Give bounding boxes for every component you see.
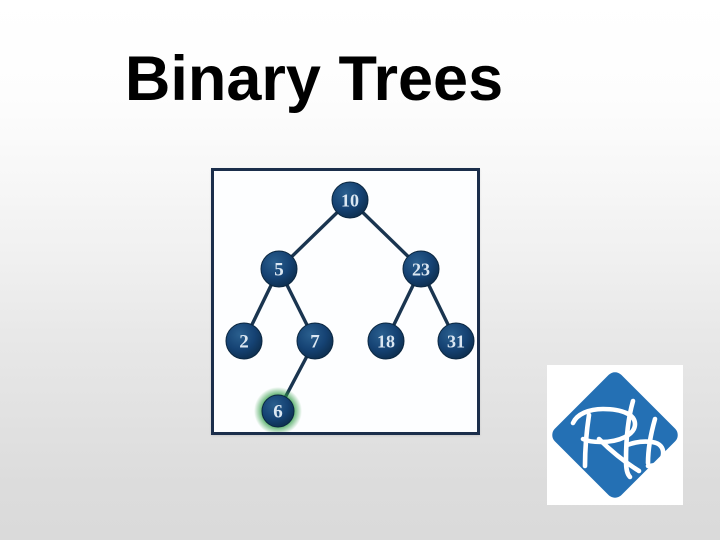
tree-node-label: 23 <box>412 260 430 280</box>
tree-node-10[interactable]: 10 <box>331 181 369 219</box>
logo-letter-h <box>623 398 666 480</box>
tree-node-7[interactable]: 7 <box>296 322 334 360</box>
tree-node-label: 10 <box>341 191 359 211</box>
tree-node-18[interactable]: 18 <box>367 322 405 360</box>
page-title: Binary Trees <box>124 44 504 114</box>
rh-logo-icon <box>552 372 678 498</box>
tree-node-label: 18 <box>377 332 395 352</box>
tree-node-label: 6 <box>273 402 283 423</box>
tree-node-6[interactable]: 6 <box>261 394 295 428</box>
tree-node-label: 31 <box>447 332 465 352</box>
tree-node-circle <box>331 181 369 219</box>
tree-node-label: 5 <box>274 260 284 281</box>
tree-node-label: 7 <box>310 332 320 353</box>
tree-node-23[interactable]: 23 <box>402 250 440 288</box>
binary-tree-svg: 10 5 23 2 7 18 31 6 <box>225 181 475 432</box>
tree-node-circle <box>402 250 440 288</box>
tree-edge-layer <box>242 198 458 413</box>
logo-letter-r <box>570 406 642 474</box>
tree-node-31[interactable]: 31 <box>437 322 475 360</box>
tree-node-circle <box>437 322 475 360</box>
tree-node-5[interactable]: 5 <box>260 250 298 288</box>
tree-node-circle <box>225 322 263 360</box>
tree-node-2[interactable]: 2 <box>225 322 263 360</box>
tree-node-layer: 10 5 23 2 7 18 31 6 <box>225 181 475 428</box>
tree-node-label: 2 <box>239 332 249 353</box>
tree-node-circle <box>260 250 298 288</box>
rh-logo <box>547 365 683 505</box>
logo-diamond-shape <box>552 372 678 498</box>
tree-node-circle <box>261 394 295 428</box>
tree-node-circle <box>367 322 405 360</box>
binary-tree-figure: 10 5 23 2 7 18 31 6 <box>211 168 480 435</box>
tree-node-circle <box>296 322 334 360</box>
